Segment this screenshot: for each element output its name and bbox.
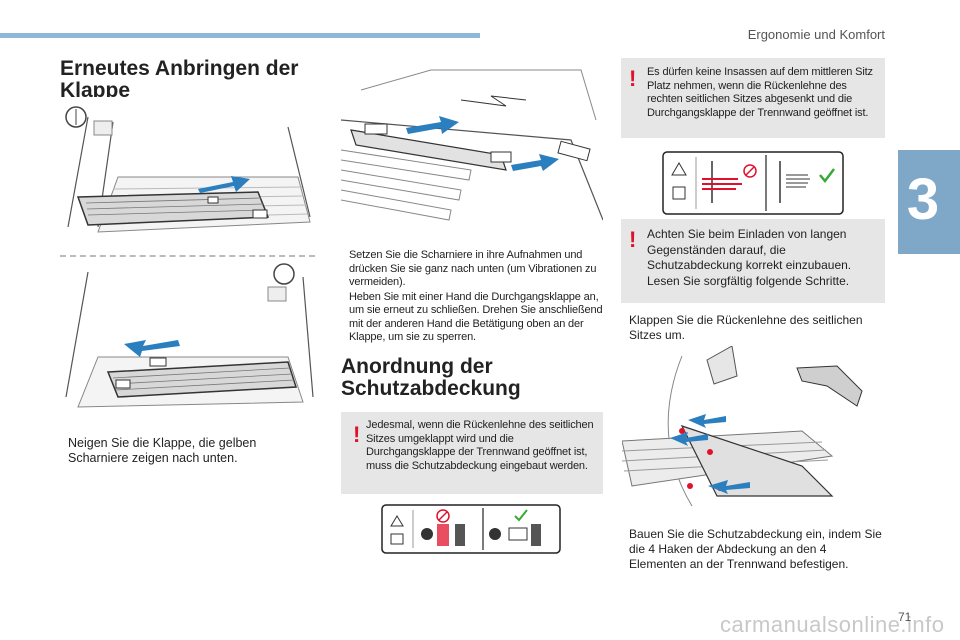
warning-text: Achten Sie beim Einladen von langen Gege… bbox=[647, 227, 852, 288]
bullet-text: Heben Sie mit einer Hand die Durchgangsk… bbox=[349, 290, 603, 344]
section-title-line: Schutzabdeckung bbox=[341, 377, 521, 400]
section-title-line: Erneutes Anbringen der bbox=[60, 57, 299, 80]
warning-box-middle-seat: ! Es dürfen keine Insassen auf dem mittl… bbox=[621, 58, 885, 138]
bullet-text: Klappen Sie die Rückenlehne des seitlich… bbox=[629, 313, 863, 342]
long-load-pictogram bbox=[662, 151, 844, 215]
hatch-illustration-top bbox=[58, 97, 316, 247]
divider-dashed bbox=[60, 255, 315, 257]
chapter-title: Ergonomie und Komfort bbox=[747, 27, 885, 42]
bullet-item: Heben Sie mit einer Hand die Durchgangsk… bbox=[341, 291, 603, 345]
warning-icon: ! bbox=[629, 66, 637, 91]
cover-install-illustration bbox=[622, 346, 884, 511]
instruction-tilt-hatch: Neigen Sie die Klappe, die gelben Scharn… bbox=[60, 436, 320, 466]
section-title-line: Anordnung der bbox=[341, 355, 493, 378]
bullet-item: Bauen Sie die Schutzabdeckung ein, indem… bbox=[621, 527, 885, 572]
hatch-illustration-bottom bbox=[58, 262, 316, 417]
section-title-cover: Anordnung der Schutzabdeckung bbox=[341, 356, 603, 400]
bullet-text: Neigen Sie die Klappe, die gelben Scharn… bbox=[68, 436, 257, 465]
chapter-number: 3 bbox=[906, 167, 940, 232]
seat-pictogram bbox=[381, 504, 561, 554]
warning-icon: ! bbox=[353, 422, 361, 447]
watermark: carmanualsonline.info bbox=[720, 612, 945, 637]
warning-text: Jedesmal, wenn die Rückenlehne des seitl… bbox=[366, 419, 594, 472]
bullet-item: Klappen Sie die Rückenlehne des seitlich… bbox=[621, 313, 885, 343]
warning-icon: ! bbox=[629, 227, 637, 252]
chapter-tab bbox=[898, 150, 960, 254]
bullet-item: Setzen Sie die Scharniere in ihre Aufnah… bbox=[341, 249, 603, 290]
bullet-text: Setzen Sie die Scharniere in ihre Aufnah… bbox=[349, 249, 597, 288]
bullet-text: Bauen Sie die Schutzabdeckung ein, indem… bbox=[629, 527, 882, 571]
page-number: 71 bbox=[898, 610, 912, 624]
bullet-item: Neigen Sie die Klappe, die gelben Scharn… bbox=[60, 436, 320, 466]
hinge-illustration bbox=[341, 60, 603, 235]
instruction-fold-backrest: Klappen Sie die Rückenlehne des seitlich… bbox=[621, 313, 885, 343]
bullet-list-hinges: Setzen Sie die Scharniere in ihre Aufnah… bbox=[341, 249, 603, 345]
section-title-line: Klappe bbox=[60, 79, 131, 102]
instruction-install-cover: Bauen Sie die Schutzabdeckung ein, indem… bbox=[621, 527, 885, 572]
warning-text: Es dürfen keine Insassen auf dem mittler… bbox=[647, 66, 873, 119]
warning-box-long-objects: ! Achten Sie beim Einladen von langen Ge… bbox=[621, 219, 885, 303]
header-rule bbox=[0, 33, 480, 38]
section-title-reattach: Erneutes Anbringen der Klappe bbox=[60, 58, 320, 102]
warning-box-cover: ! Jedesmal, wenn die Rückenlehne des sei… bbox=[341, 412, 603, 494]
